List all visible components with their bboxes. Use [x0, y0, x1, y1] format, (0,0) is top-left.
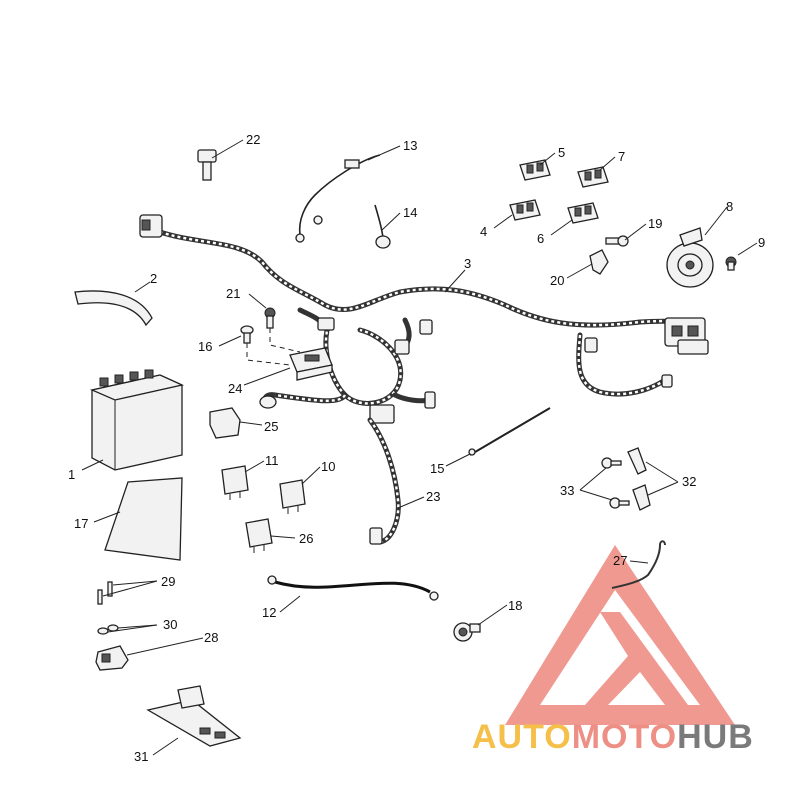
callout-12: 12: [262, 605, 276, 620]
callout-15: 15: [430, 461, 444, 476]
part-24-module: [289, 347, 333, 381]
callout-4: 4: [480, 224, 487, 239]
part-27-cable-hook: [611, 540, 666, 589]
part-29-screws: [97, 581, 113, 605]
part-1-battery: [89, 369, 185, 471]
callout-6: 6: [537, 231, 544, 246]
part-16-stud: [240, 325, 254, 344]
callout-27: 27: [613, 553, 627, 568]
leader-lines: [81, 139, 758, 756]
callout-22: 22: [246, 132, 260, 147]
watermark-word-auto: AUTO: [472, 718, 572, 756]
part-26-relay: [245, 518, 273, 553]
watermark-text: AUTOMOTOHUB: [472, 718, 754, 756]
part-7-fuse-holder: [577, 166, 609, 188]
callout-16: 16: [198, 339, 212, 354]
callout-32: 32: [682, 474, 696, 489]
callout-2: 2: [150, 271, 157, 286]
part-2-bracket: [74, 290, 153, 327]
watermark-word-moto: MOTO: [572, 718, 677, 756]
watermark-triangle-mark: [585, 612, 688, 705]
callout-31: 31: [134, 749, 148, 764]
callout-8: 8: [726, 199, 733, 214]
part-20-clip: [589, 249, 609, 275]
callout-11: 11: [265, 453, 279, 468]
part-6-fuse-holder: [567, 202, 599, 224]
part-32-clips: [627, 447, 651, 511]
part-31-bracket: [146, 685, 242, 747]
callout-labels: 22 13 14 3 2 5 4 7 6 8 9 19 20 21 16 24 …: [68, 132, 765, 764]
callout-17: 17: [74, 516, 88, 531]
sub-harness-23: [367, 417, 401, 545]
part-17-battery-cover: [104, 477, 183, 561]
watermark-word-hub: HUB: [677, 718, 754, 756]
svg-text:AUTOMOTOHUB: AUTOMOTOHUB: [472, 718, 754, 756]
callout-28: 28: [204, 630, 218, 645]
part-11-relay: [221, 465, 249, 500]
callout-21: 21: [226, 286, 240, 301]
part-19-screw: [605, 235, 629, 247]
callout-25: 25: [264, 419, 278, 434]
watermark-logo: [505, 545, 735, 725]
part-5-fuse-holder: [519, 159, 551, 181]
callout-19: 19: [648, 216, 662, 231]
assembly-dashed-lines: [246, 328, 301, 366]
part-4-fuse-holder: [509, 199, 541, 221]
part-30-washers: [97, 624, 119, 635]
part-22-bolt: [197, 149, 217, 181]
callout-29: 29: [161, 574, 175, 589]
callout-7: 7: [618, 149, 625, 164]
callout-18: 18: [508, 598, 522, 613]
callout-14: 14: [403, 205, 417, 220]
callout-33: 33: [560, 483, 574, 498]
callout-23: 23: [426, 489, 440, 504]
callout-3: 3: [464, 256, 471, 271]
part-9-screw: [725, 256, 737, 271]
watermark-triangle-outer: [505, 545, 735, 725]
part-33-push-rivets: [601, 457, 630, 509]
callout-26: 26: [299, 531, 313, 546]
part-14-lead: [374, 204, 391, 249]
part-12-earth-cable: [267, 575, 439, 601]
part-10-relay: [279, 479, 306, 514]
callout-9: 9: [758, 235, 765, 250]
callout-20: 20: [550, 273, 564, 288]
part-15-cable-tie: [468, 407, 551, 456]
part-21-screw: [264, 307, 276, 329]
callout-24: 24: [228, 381, 242, 396]
callout-30: 30: [163, 617, 177, 632]
main-harness: [139, 214, 709, 424]
callout-10: 10: [321, 459, 335, 474]
part-25-relay: [209, 407, 241, 439]
part-28-terminal-cover: [95, 645, 129, 671]
part-13-lead: [295, 154, 381, 243]
callout-5: 5: [558, 145, 565, 160]
callout-13: 13: [403, 138, 417, 153]
part-18-grommet: [453, 622, 481, 642]
callout-1: 1: [68, 467, 75, 482]
part-8-horn: [666, 227, 714, 288]
